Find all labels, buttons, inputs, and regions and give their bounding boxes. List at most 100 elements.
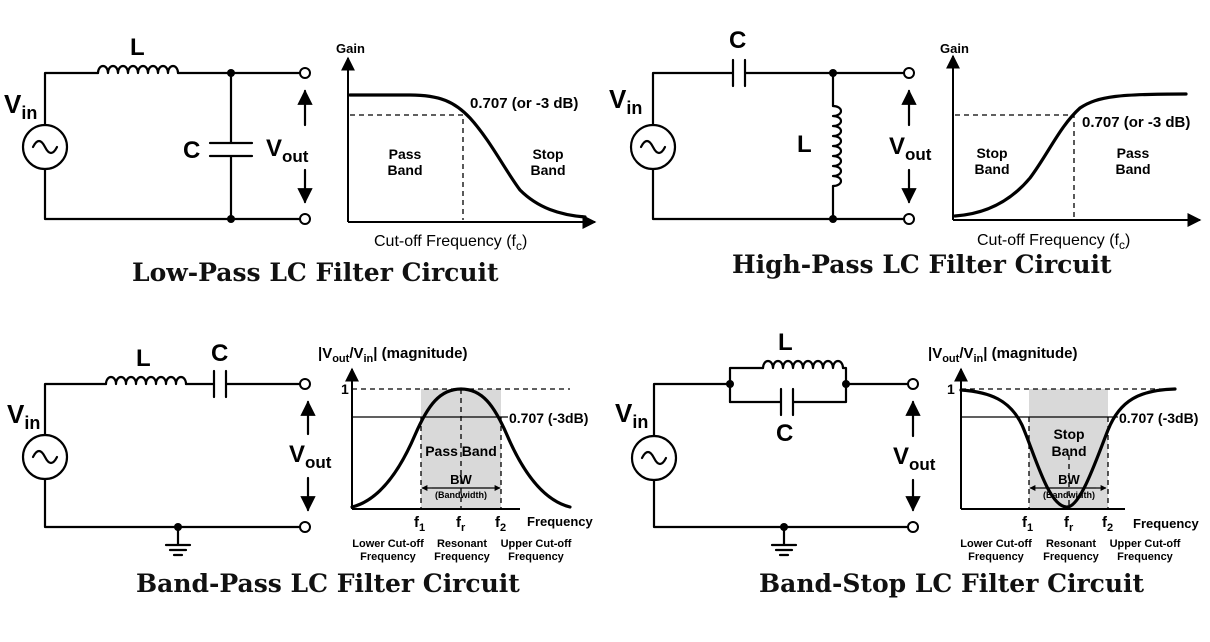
vout-label: V bbox=[889, 133, 905, 160]
y-axis-label: |Vout/Vin| (magnitude) bbox=[928, 345, 1077, 365]
bandpass-response-curve bbox=[350, 387, 572, 509]
vout-label: V bbox=[266, 135, 282, 162]
svg-text:Vin: Vin bbox=[4, 89, 37, 123]
vout-label: V bbox=[289, 441, 305, 468]
svg-text:Vout: Vout bbox=[289, 441, 332, 472]
highpass-response-curve bbox=[953, 92, 1188, 218]
bandstop-caption: Band-Stop LC Filter Circuit bbox=[759, 569, 1145, 598]
lowpass-response-curve bbox=[348, 93, 587, 219]
vin-label: V bbox=[4, 89, 22, 119]
ground-icon bbox=[770, 525, 798, 557]
vout-sub: out bbox=[909, 455, 936, 474]
inductor-symbol bbox=[104, 375, 188, 386]
cutoff-point-label: 0.707 (or -3 dB) bbox=[1082, 114, 1190, 131]
inductor-symbol bbox=[831, 104, 843, 188]
vin-label: V bbox=[609, 84, 627, 114]
inductor-symbol bbox=[96, 64, 180, 75]
svg-text:Vin: Vin bbox=[615, 398, 648, 432]
vin-sub: in bbox=[632, 412, 648, 432]
bandstop-graph: |Vout/Vin| (magnitude) 1 0.707 (-3dB) St… bbox=[928, 345, 1200, 563]
vout-sub: out bbox=[305, 453, 332, 472]
bandpass-circuit: L C Vin Vout bbox=[7, 340, 332, 557]
vin-label: V bbox=[7, 399, 25, 429]
cutoff-point-label: 0.707 (-3dB) bbox=[509, 410, 588, 426]
bandstop-response-curve bbox=[959, 387, 1177, 509]
bw-label: BW bbox=[1058, 472, 1080, 487]
svg-text:Vin: Vin bbox=[609, 84, 642, 118]
stop-band-shade bbox=[1029, 389, 1108, 509]
bw-full-label: (Bandwidth) bbox=[1043, 490, 1095, 500]
output-terminal bbox=[903, 67, 915, 79]
output-terminal bbox=[907, 521, 919, 533]
inductor-label: L bbox=[130, 34, 145, 61]
gain-label: Gain bbox=[940, 41, 969, 56]
output-terminal bbox=[299, 378, 311, 390]
output-terminal bbox=[907, 378, 919, 390]
fr-label: fr bbox=[456, 514, 466, 534]
lowpass-caption: Low-Pass LC Filter Circuit bbox=[132, 258, 499, 287]
svg-text:Vout: Vout bbox=[893, 443, 936, 474]
inductor-label: L bbox=[778, 329, 793, 356]
cutoff-point-label: 0.707 (or -3 dB) bbox=[470, 95, 578, 112]
inductor-label: L bbox=[797, 131, 812, 158]
vin-sub: in bbox=[24, 413, 40, 433]
capacitor-label: C bbox=[183, 137, 200, 164]
bandpass-caption: Band-Pass LC Filter Circuit bbox=[136, 569, 520, 598]
bw-full-label: (Bandwidth) bbox=[435, 490, 487, 500]
ac-source-icon bbox=[21, 123, 69, 171]
f2-label: f2 bbox=[495, 514, 506, 534]
pass-band-label: Pass Band bbox=[425, 443, 497, 459]
svg-text:Vout: Vout bbox=[266, 135, 309, 166]
capacitor-label: C bbox=[211, 340, 228, 367]
f2-label: f2 bbox=[1102, 514, 1113, 534]
svg-text:Vin: Vin bbox=[7, 399, 40, 433]
inductor-symbol bbox=[761, 359, 845, 370]
highpass-circuit: C L Vin Vout bbox=[609, 27, 932, 225]
unity-tick-label: 1 bbox=[341, 381, 349, 397]
bandpass-graph: |Vout/Vin| (magnitude) 1 0.707 (-3dB) Pa… bbox=[318, 345, 594, 563]
unity-tick-label: 1 bbox=[947, 381, 955, 397]
vout-sub: out bbox=[905, 145, 932, 164]
bw-label: BW bbox=[450, 472, 472, 487]
f1-label: f1 bbox=[414, 514, 425, 534]
gain-label: Gain bbox=[336, 41, 365, 56]
highpass-caption: High-Pass LC Filter Circuit bbox=[732, 250, 1112, 279]
inductor-label: L bbox=[136, 345, 151, 372]
bandstop-panel: L C Vin Vout |Vout/Vin| (magnitude) 1 0.… bbox=[615, 329, 1200, 598]
x-axis-label: Cut-off Frequency (fc) bbox=[977, 232, 1130, 252]
x-axis-label: Cut-off Frequency (fc) bbox=[374, 233, 527, 253]
output-terminal bbox=[903, 213, 915, 225]
vout-sub: out bbox=[282, 147, 309, 166]
frequency-axis-label: Frequency bbox=[1133, 516, 1200, 531]
capacitor-label: C bbox=[729, 27, 746, 54]
output-terminal bbox=[299, 521, 311, 533]
output-terminal bbox=[299, 67, 311, 79]
cutoff-point-label: 0.707 (-3dB) bbox=[1119, 410, 1198, 426]
capacitor-symbol bbox=[208, 71, 254, 221]
capacitor-symbol bbox=[184, 369, 303, 399]
ac-source-icon bbox=[629, 123, 677, 171]
bandstop-circuit: L C Vin Vout bbox=[615, 329, 936, 557]
capacitor-symbol bbox=[728, 366, 848, 417]
ac-source-icon bbox=[21, 433, 69, 481]
capacitor-symbol bbox=[651, 58, 907, 127]
vout-label: V bbox=[893, 443, 909, 470]
y-axis-label: |Vout/Vin| (magnitude) bbox=[318, 345, 467, 365]
ground-icon bbox=[164, 525, 192, 557]
vin-sub: in bbox=[626, 98, 642, 118]
ac-source-icon bbox=[630, 434, 678, 482]
